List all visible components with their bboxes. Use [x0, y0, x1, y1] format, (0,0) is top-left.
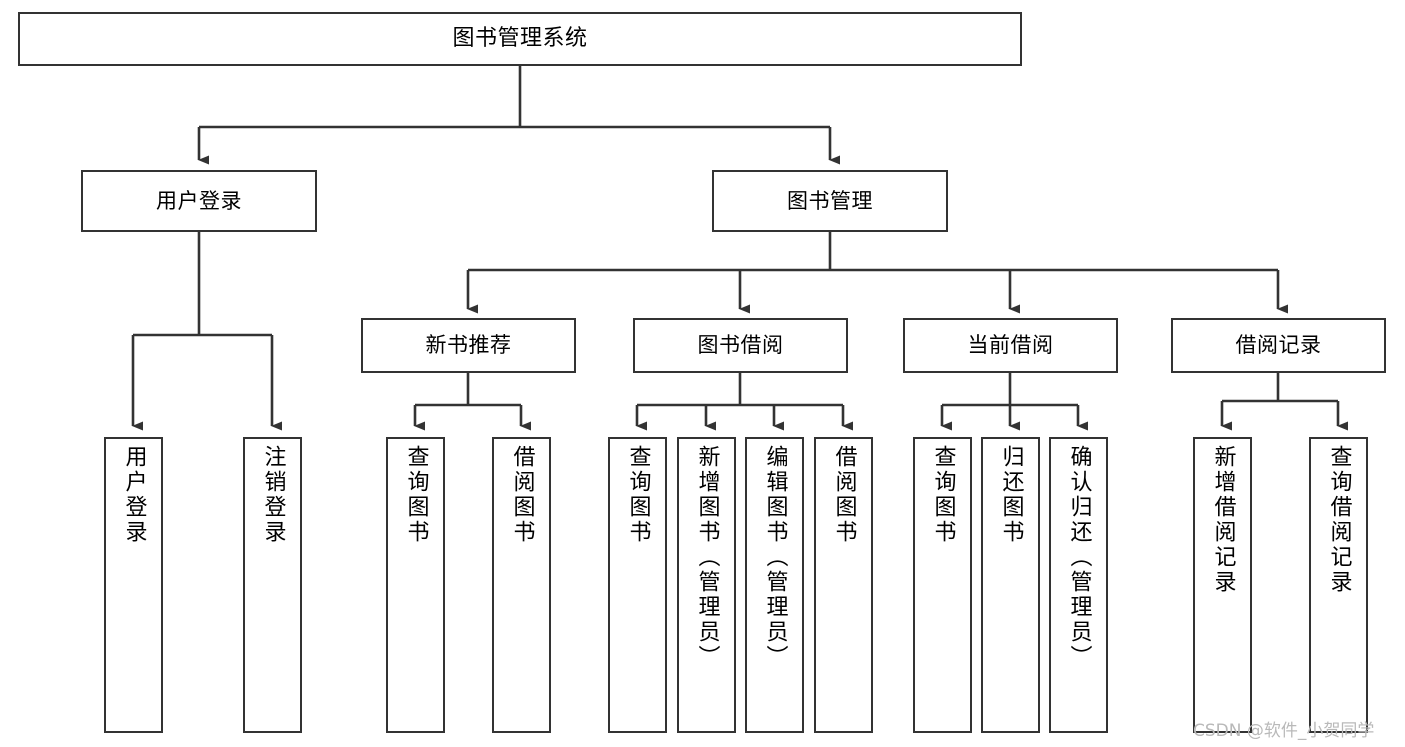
node-label: 注销登录: [260, 445, 286, 545]
node-current-borrow[interactable]: 当前借阅: [903, 318, 1118, 373]
node-label: 借阅图书: [831, 445, 857, 545]
node-leaf-newbook-borrow-books[interactable]: 借阅图书: [492, 437, 551, 733]
node-label: 图书借阅: [697, 333, 784, 358]
node-label: 查询图书: [625, 445, 651, 545]
node-leaf-currentborrow-confirm-return-admin[interactable]: 确认归还（管理员）: [1049, 437, 1108, 733]
node-leaf-currentborrow-return-books[interactable]: 归还图书: [981, 437, 1040, 733]
node-label: 图书管理系统: [452, 26, 588, 52]
node-label: 新增图书（管理员）: [694, 445, 720, 670]
node-leaf-newbook-query-books[interactable]: 查询图书: [386, 437, 445, 733]
node-book-borrow[interactable]: 图书借阅: [633, 318, 848, 373]
node-leaf-borrowrecord-add-record[interactable]: 新增借阅记录: [1193, 437, 1252, 733]
node-label: 借阅记录: [1235, 333, 1322, 358]
node-root-book-management-system[interactable]: 图书管理系统: [18, 12, 1022, 66]
node-label: 查询图书: [930, 445, 956, 545]
node-user-login[interactable]: 用户登录: [81, 170, 317, 232]
node-label: 用户登录: [121, 445, 147, 545]
node-leaf-user-login-signout[interactable]: 注销登录: [243, 437, 302, 733]
node-label: 查询图书: [403, 445, 429, 545]
node-leaf-bookborrow-add-book-admin[interactable]: 新增图书（管理员）: [677, 437, 736, 733]
node-label: 新书推荐: [425, 333, 512, 358]
csdn-watermark: CSDN @软件_小贺同学: [1193, 721, 1375, 741]
node-borrow-record[interactable]: 借阅记录: [1171, 318, 1386, 373]
node-leaf-bookborrow-query-books[interactable]: 查询图书: [608, 437, 667, 733]
node-leaf-user-login-signin[interactable]: 用户登录: [104, 437, 163, 733]
node-label: 新增借阅记录: [1210, 445, 1236, 595]
node-leaf-bookborrow-borrow-books[interactable]: 借阅图书: [814, 437, 873, 733]
node-label: 确认归还（管理员）: [1066, 445, 1092, 670]
node-leaf-currentborrow-query-books[interactable]: 查询图书: [913, 437, 972, 733]
node-label: 用户登录: [156, 188, 242, 213]
node-label: 编辑图书（管理员）: [762, 445, 788, 670]
node-book-management[interactable]: 图书管理: [712, 170, 948, 232]
node-leaf-borrowrecord-query-record[interactable]: 查询借阅记录: [1309, 437, 1368, 733]
node-label: 查询借阅记录: [1326, 445, 1352, 595]
node-label: 归还图书: [998, 445, 1024, 545]
node-label: 当前借阅: [967, 333, 1054, 358]
node-new-book-recommend[interactable]: 新书推荐: [361, 318, 576, 373]
node-label: 借阅图书: [509, 445, 535, 545]
node-label: 图书管理: [787, 188, 873, 213]
node-leaf-bookborrow-edit-book-admin[interactable]: 编辑图书（管理员）: [745, 437, 804, 733]
